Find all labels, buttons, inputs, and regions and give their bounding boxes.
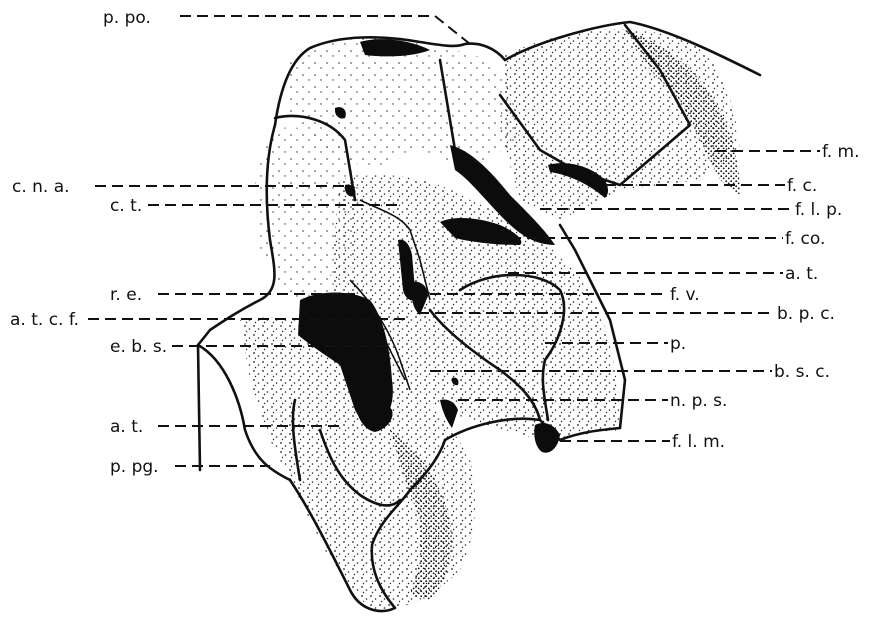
- label-f-m: f. m.: [822, 142, 860, 162]
- label-f-v: f. v.: [670, 285, 700, 305]
- label-c-n-a: c. n. a.: [12, 177, 70, 197]
- label-n-p-s: n. p. s.: [670, 391, 727, 411]
- label-p-po: p. po.: [103, 8, 151, 28]
- label-p: p.: [670, 334, 686, 354]
- label-a-t-c-f: a. t. c. f.: [10, 310, 79, 330]
- label-f-l-m: f. l. m.: [672, 432, 725, 452]
- label-f-co: f. co.: [785, 229, 825, 249]
- label-b-s-c: b. s. c.: [774, 362, 830, 382]
- label-e-b-s: e. b. s.: [110, 337, 167, 357]
- label-f-l-p: f. l. p.: [795, 200, 842, 220]
- label-p-pg: p. pg.: [110, 457, 159, 477]
- label-r-e: r. e.: [110, 285, 142, 305]
- leader-p-po: [180, 16, 470, 44]
- label-a-t-left: a. t.: [110, 417, 143, 437]
- label-b-p-c: b. p. c.: [777, 304, 835, 324]
- label-a-t-right: a. t.: [785, 264, 818, 284]
- label-f-c: f. c.: [787, 176, 817, 196]
- label-c-t: c. t.: [110, 196, 142, 216]
- left-vertical-edge: [198, 345, 200, 470]
